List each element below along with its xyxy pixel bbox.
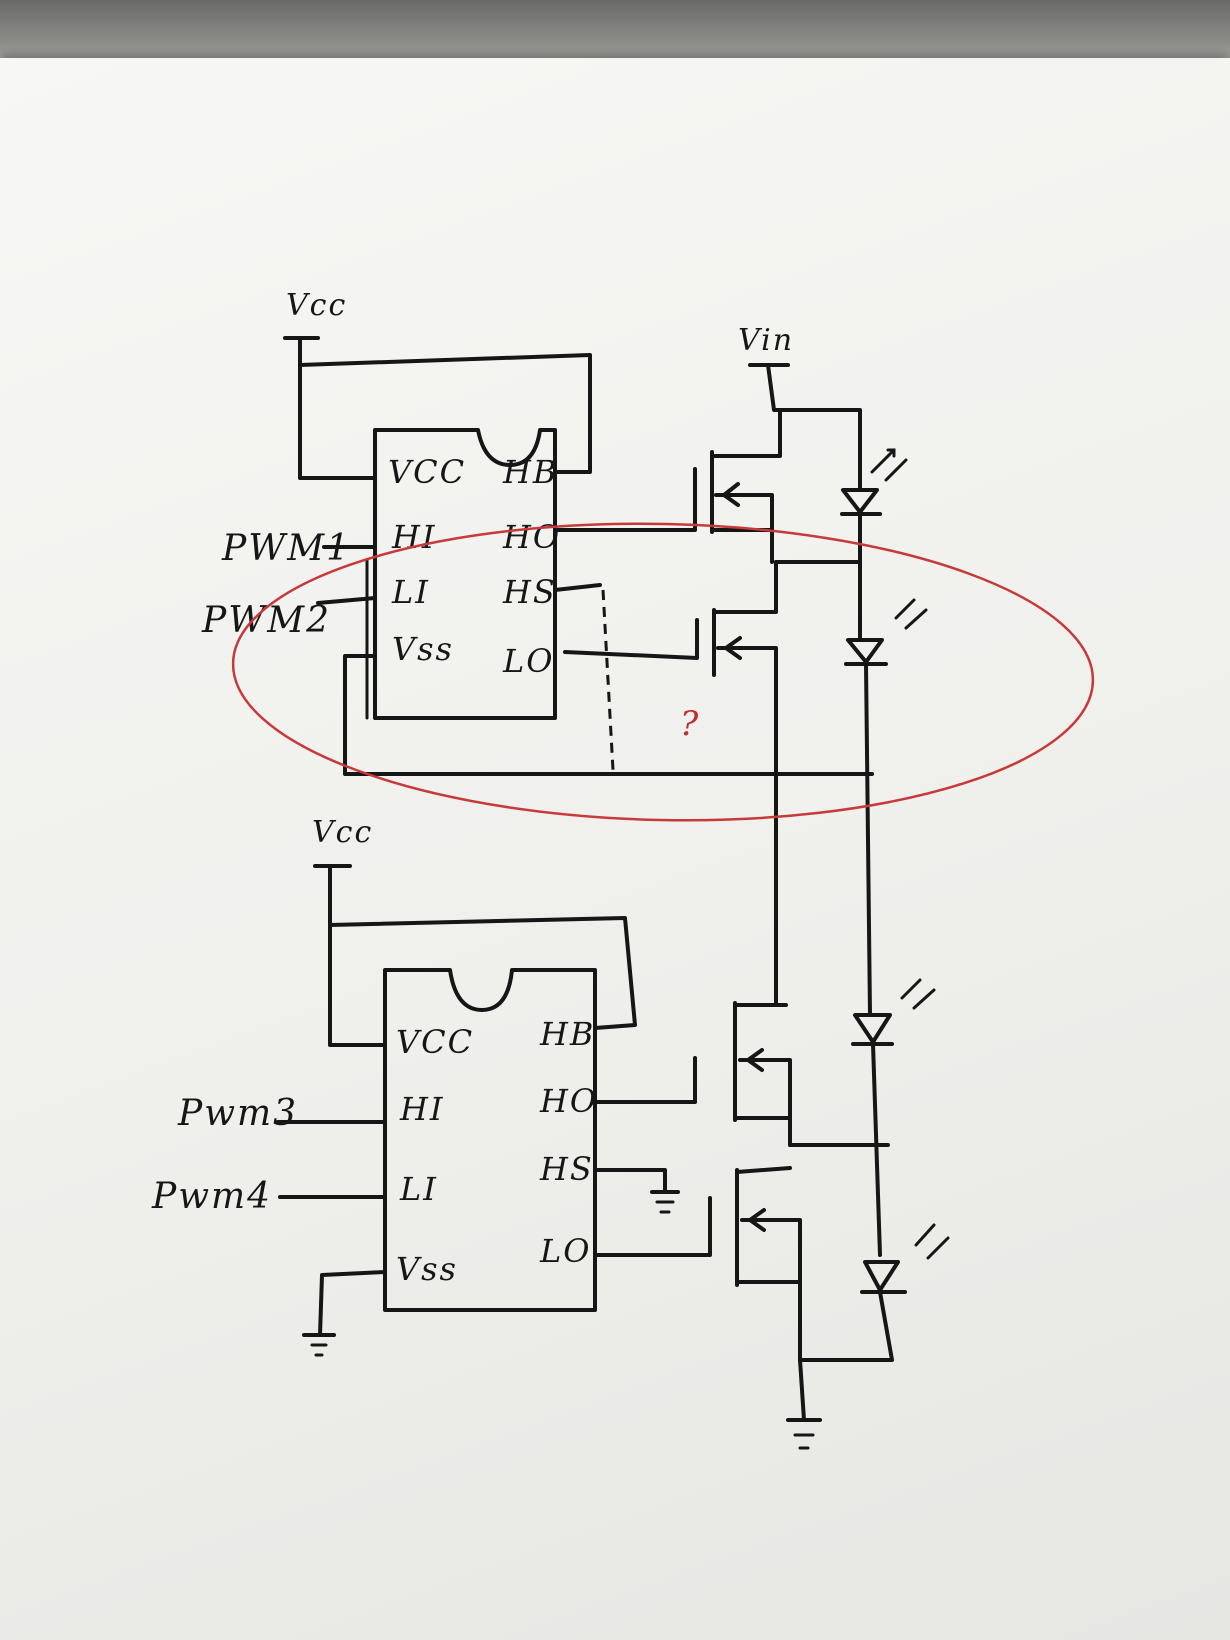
- mosfet-top-low-arrow-icon: [724, 636, 742, 660]
- wire-top-lo: [563, 618, 699, 660]
- highlight-ellipse: [231, 522, 1095, 822]
- mosfet-top-low-drain: [712, 560, 778, 614]
- driver-bottom-pin-hb: HB: [539, 1015, 595, 1053]
- wire-led3-led4: [871, 1042, 882, 1257]
- wire-led4-ground: [798, 1290, 894, 1362]
- driver-top-pin-hb: HB: [502, 453, 558, 491]
- wire-top-vss: [343, 654, 874, 776]
- wire-bottom-vss: [318, 1270, 387, 1337]
- driver-top-pin-hs: HS: [502, 573, 557, 611]
- mosfet-bottom-low-source: [740, 1218, 802, 1362]
- wire-led2-down: [864, 662, 872, 1017]
- mosfet-bottom-high-arrow-icon: [746, 1048, 764, 1072]
- wire-vin: [766, 363, 862, 492]
- driver-top-pin-vcc: VCC: [388, 453, 466, 491]
- mosfet-top-high: [710, 408, 782, 564]
- led-1: [840, 448, 908, 516]
- mosfet-bottom-high-source: [738, 1058, 792, 1147]
- driver-top-vcc-label: Vcc: [286, 288, 347, 323]
- driver-bottom-vcc-label: Vcc: [312, 815, 373, 850]
- driver-top-pin-vss: Vss: [392, 630, 454, 668]
- question-mark: ?: [680, 704, 700, 744]
- driver-top-pin-li: LI: [391, 573, 430, 611]
- mosfet-top-high-arrow-icon: [722, 482, 740, 507]
- mosfet-bottom-high: [733, 1001, 792, 1147]
- pwm4-label: Pwm4: [151, 1176, 272, 1217]
- driver-bottom-pin-vss: Vss: [396, 1250, 458, 1288]
- led-3: [851, 978, 936, 1046]
- wire-top-ho: [553, 467, 697, 532]
- mosfet-top-low: [712, 560, 778, 1007]
- wire-bottom-ho: [593, 1056, 697, 1104]
- ground-icon-hs: [650, 1190, 680, 1214]
- mosfet-bottom-low-drain: [735, 1166, 792, 1174]
- driver-bottom-pin-vcc: VCC: [396, 1023, 474, 1061]
- mosfet-top-high-drain: [710, 408, 782, 458]
- driver-top: VCC HI LI Vss HB HO HS LO Vcc PWM1 PWM2: [201, 288, 874, 776]
- pwm3-label: Pwm3: [177, 1093, 298, 1134]
- pwm2-label: PWM2: [201, 600, 331, 641]
- wire-led1-led2: [774, 512, 862, 642]
- driver-bottom-pin-li: LI: [399, 1170, 438, 1208]
- ground-icon-main: [786, 1418, 822, 1450]
- driver-top-pin-lo: LO: [502, 642, 554, 680]
- mosfet-bottom-low-arrow-icon: [748, 1208, 766, 1232]
- driver-bottom-pin-lo: LO: [539, 1232, 591, 1270]
- wire-top-vcc: [298, 336, 592, 480]
- wire-bottom-lo: [593, 1196, 712, 1257]
- driver-bottom-pin-hi: HI: [399, 1090, 445, 1128]
- mosfet-top-high-source: [714, 493, 774, 564]
- wire-bottom-vcc: [328, 864, 637, 1047]
- driver-bottom-pin-ho: HO: [539, 1082, 598, 1120]
- wire-top-hs: [553, 583, 602, 592]
- vin-label: Vin: [738, 323, 794, 358]
- driver-bottom-body: [383, 968, 597, 1312]
- led-4: [860, 1223, 950, 1294]
- mosfet-top-low-source: [716, 646, 778, 1007]
- paper-sheet: [0, 58, 1230, 1640]
- wire-pwm2: [316, 596, 377, 605]
- wire-main-ground: [798, 1358, 806, 1422]
- driver-top-pin-ho: HO: [502, 518, 561, 556]
- wire-bottom-hs: [593, 1168, 667, 1192]
- driver-top-body: [373, 428, 557, 720]
- driver-bottom-pin-hs: HS: [539, 1150, 594, 1188]
- wire-top-hs-dashed: [601, 589, 615, 771]
- ground-icon-vss: [302, 1333, 336, 1357]
- driver-bottom: VCC HI LI Vss HB HO HS LO Vcc Pwm3 Pwm4: [151, 815, 712, 1357]
- mosfet-bottom-low: [735, 1166, 802, 1362]
